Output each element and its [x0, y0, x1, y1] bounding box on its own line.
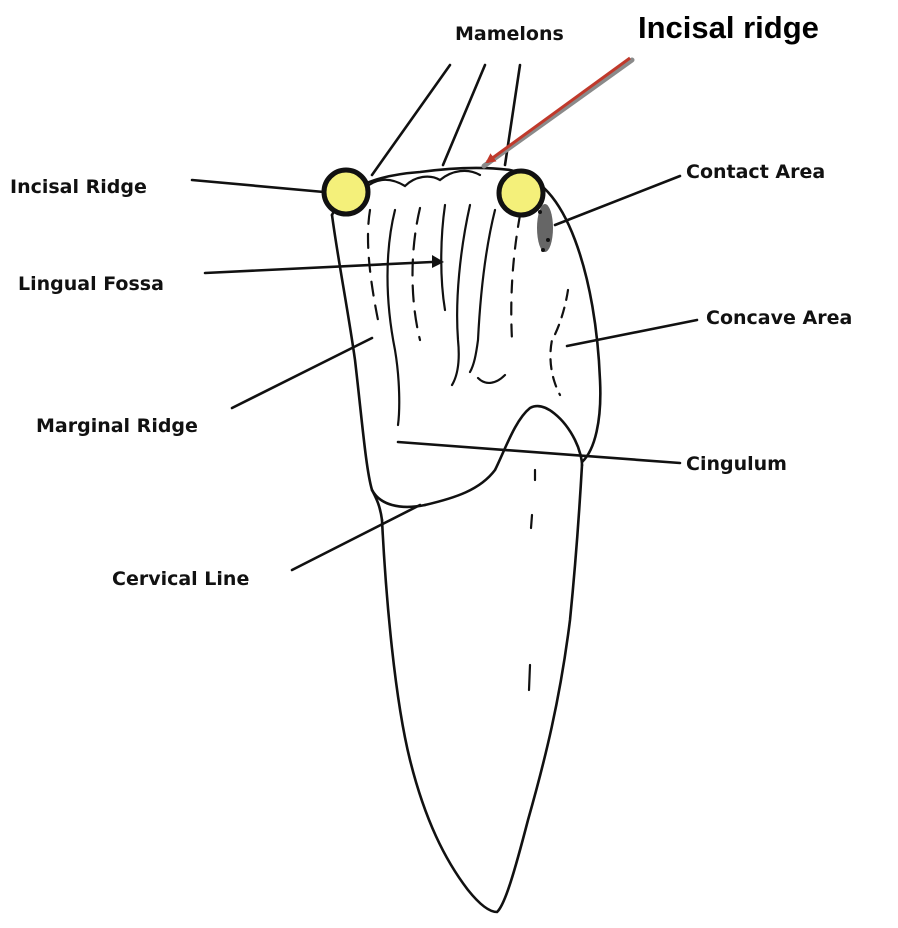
callout-arrow	[487, 58, 630, 162]
leader-lines	[192, 65, 697, 570]
highlight-circle-left	[324, 170, 368, 214]
tooth-root-outline	[372, 465, 582, 912]
incisal-edge-scallops	[365, 171, 480, 188]
label-contact-area: Contact Area	[686, 161, 825, 183]
label-cingulum: Cingulum	[686, 453, 787, 475]
highlight-circle-right	[499, 171, 543, 215]
label-incisal-ridge-callout: Incisal ridge	[638, 10, 819, 45]
label-lingual-fossa: Lingual Fossa	[18, 273, 164, 295]
label-concave-area: Concave Area	[706, 307, 852, 329]
label-cervical-line: Cervical Line	[112, 568, 249, 590]
contact-area-stipple	[537, 204, 553, 252]
label-marginal-ridge: Marginal Ridge	[36, 415, 198, 437]
callout-arrow-shadow	[484, 60, 632, 166]
root-canal-dashes	[529, 470, 535, 690]
label-mamelons: Mamelons	[455, 23, 564, 45]
label-incisal-ridge: Incisal Ridge	[10, 176, 147, 198]
